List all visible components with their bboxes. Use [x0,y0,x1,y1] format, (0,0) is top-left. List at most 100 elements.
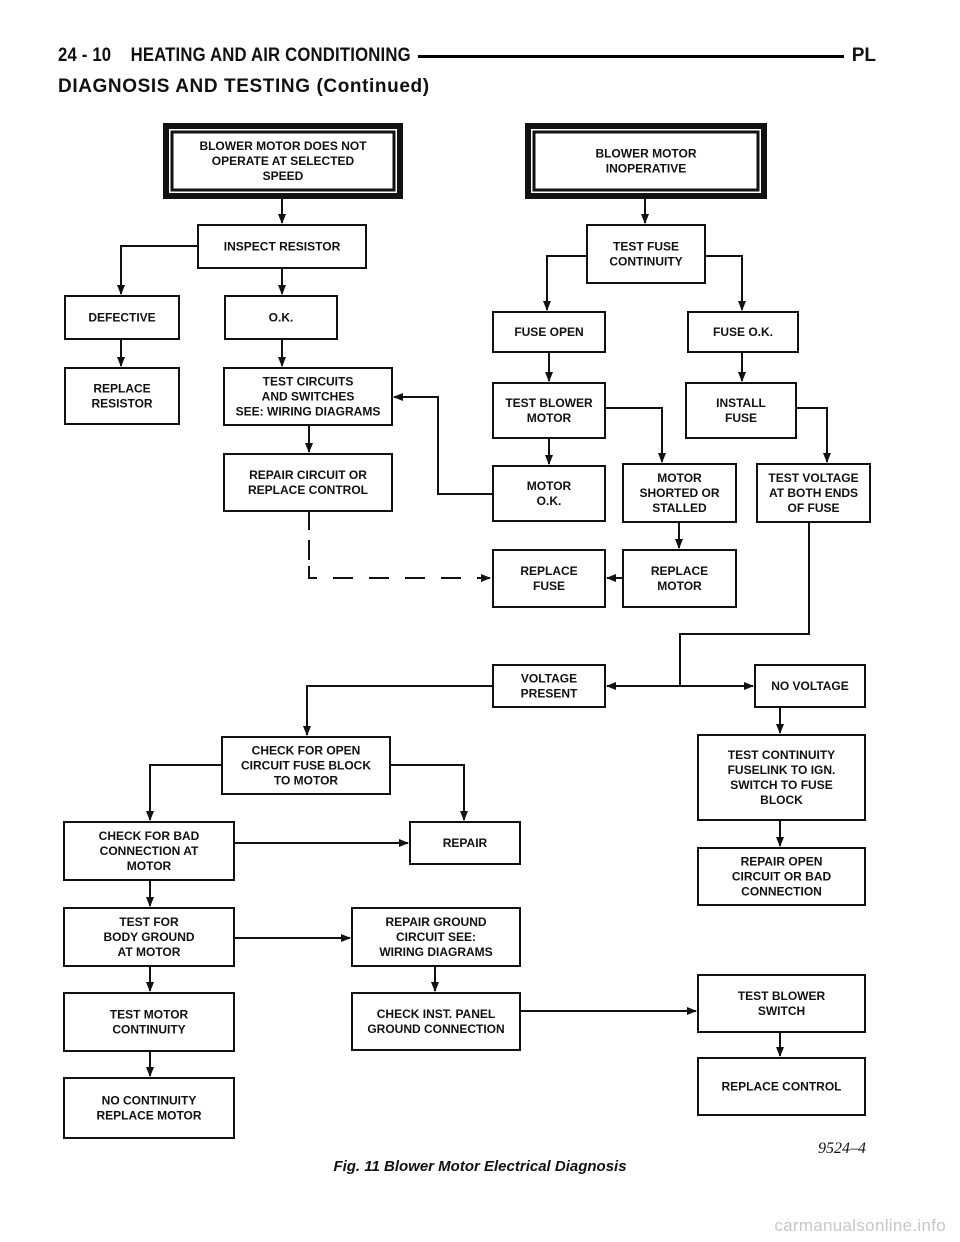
flow-box-frame [697,847,866,906]
flow-arrow [308,566,491,582]
flow-box-text: REPAIR [443,836,488,850]
flow-box-b20: NO VOLTAGE [754,664,866,708]
flow-box-frame [754,664,866,708]
flow-box-text: DEFECTIVE [88,311,155,325]
flow-box-frame [409,821,521,865]
flow-box-text: INOPERATIVE [606,162,686,176]
flow-box-frame [622,549,737,608]
flow-box-inner-frame [532,130,760,192]
flow-box-text: REPAIR GROUND [385,915,486,929]
figure-caption: Fig. 11 Blower Motor Electrical Diagnosi… [333,1158,627,1175]
flow-box-b4: O.K. [224,295,338,340]
flow-box-text: AT BOTH ENDS [769,486,858,500]
flow-box-text: TEST FUSE [613,240,679,254]
connector-layer [117,196,831,1077]
flow-box-text: SWITCH TO FUSE [730,778,832,792]
flow-box-frame [221,736,391,795]
flow-box-frame [622,463,737,523]
flow-box-text: REPLACE [93,382,150,396]
flow-box-text: CHECK FOR OPEN [252,744,361,758]
flow-box-text: PRESENT [521,687,578,701]
flow-box-text: O.K. [537,494,562,508]
flow-box-frame [197,224,367,269]
flow-box-frame [64,295,180,340]
flow-box-text: BLOWER MOTOR [595,147,696,161]
section-title: DIAGNOSIS AND TESTING (Continued) [58,76,430,97]
flow-box-b24: REPAIR [409,821,521,865]
flow-box-text: SEE: WIRING DIAGRAMS [236,405,381,419]
flow-arrow [303,685,493,736]
flow-box-text: FUSE [725,411,757,425]
flow-box-text: MOTOR [127,859,172,873]
flow-box-frame [64,367,180,425]
flow-box-text: BLOWER MOTOR DOES NOT [199,139,367,153]
flow-box-text: SHORTED OR [639,486,719,500]
flow-box-text: REPLACE CONTROL [722,1080,842,1094]
flow-box-text: REPLACE CONTROL [248,483,368,497]
header-right: PL [843,44,876,68]
flow-box-text: INSPECT RESISTOR [224,240,341,254]
flow-box-frame [63,992,235,1052]
flow-box-frame [697,734,866,821]
flow-box-text: SPEED [263,169,304,183]
flow-box-text: BODY GROUND [103,930,194,944]
flow-box-text: CONTINUITY [112,1023,185,1037]
header-rule [58,55,876,58]
flow-box-text: CIRCUIT FUSE BLOCK [241,759,371,773]
flow-box-frame [163,123,403,199]
flow-box-text: FUSE OPEN [514,325,583,339]
flow-box-frame [351,907,521,967]
flow-box-frame [687,311,799,353]
flow-box-frame [63,1077,235,1139]
flow-box-text: OF FUSE [787,501,839,515]
flow-box-frame [351,992,521,1051]
flow-box-text: OPERATE AT SELECTED [212,154,355,168]
flow-box-frame [586,224,706,284]
flow-box-text: VOLTAGE [521,672,577,686]
flow-box-frame [756,463,871,523]
flow-box-frame [697,974,866,1033]
watermark: carmanualsonline.info [774,1216,946,1235]
flow-box-text: GROUND CONNECTION [367,1022,504,1036]
flow-box-frame [525,123,767,199]
flow-box-text: RESISTOR [91,397,152,411]
flow-arrow [390,764,468,821]
flow-box-text: TEST MOTOR [110,1008,189,1022]
flow-box-text: FUSE O.K. [713,325,773,339]
flow-arrow [543,255,587,311]
flow-box-text: CONNECTION AT [100,844,199,858]
flow-box-text: REPLACE MOTOR [96,1109,201,1123]
flow-box-text: TEST VOLTAGE [768,471,858,485]
flow-box-text: REPLACE [520,564,577,578]
flow-box-frame [492,465,606,522]
flow-box-text: MOTOR [527,411,572,425]
flow-box-text: MOTOR [657,579,702,593]
flow-box-text: AT MOTOR [118,945,181,959]
flow-box-text: TO MOTOR [274,774,339,788]
flow-box-text: CONTINUITY [609,255,682,269]
flow-box-frame [492,664,606,708]
header-left: 24 - 10 HEATING AND AIR CONDITIONING [58,44,418,68]
flow-box-text: CHECK INST. PANEL [377,1007,495,1021]
flow-box-text: TEST FOR [119,915,179,929]
flow-box-frame [63,821,235,881]
flow-box-frame [63,907,235,967]
flow-box-b3: DEFECTIVE [64,295,180,340]
flow-box-text: FUSELINK TO IGN. [728,763,836,777]
